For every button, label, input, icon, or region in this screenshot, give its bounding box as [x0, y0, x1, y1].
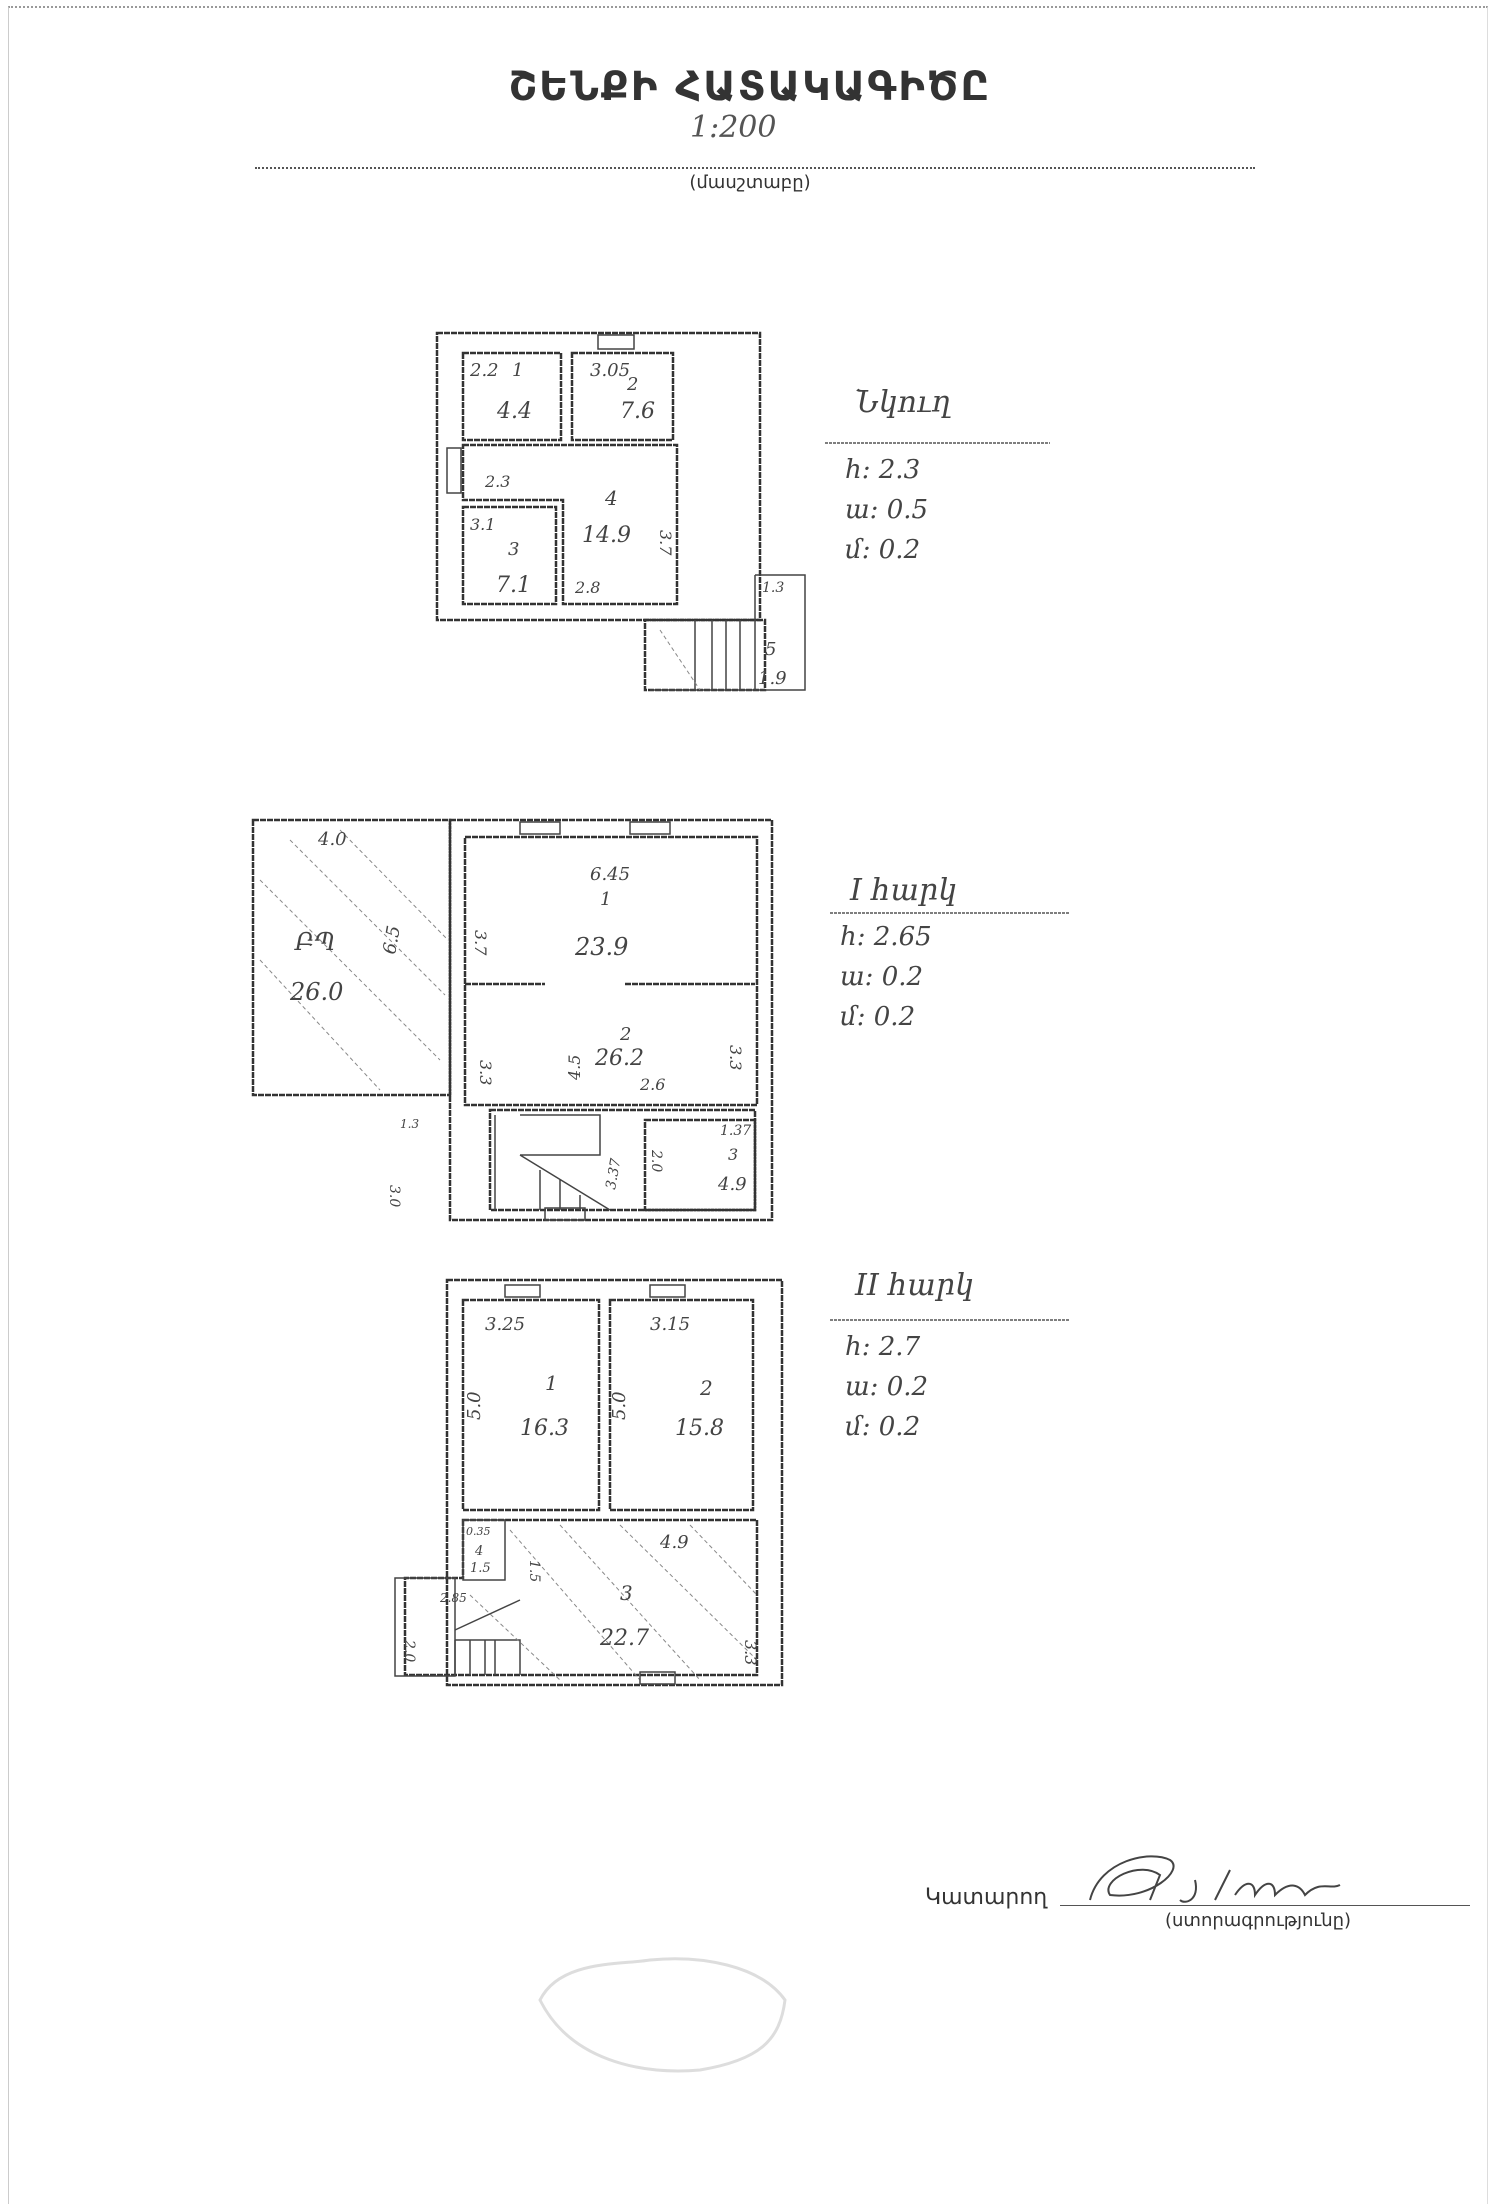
room-area: 4.9	[717, 1174, 747, 1195]
basement-plan: 2.2 1 4.4 3.05 2 7.6 3.1 3 7.1 2.3 4 14.…	[435, 331, 806, 692]
room-dim: 2.3	[484, 472, 510, 491]
floor-param: մ: 0.2	[845, 535, 920, 565]
room-area: 26.2	[594, 1046, 644, 1071]
room-dim: 3.7	[656, 530, 675, 556]
room-dim: 0.35	[466, 1525, 491, 1538]
floor-param: h: 2.65	[840, 922, 932, 952]
room-dim: 1.3	[762, 580, 784, 596]
room-dim: 2.6	[639, 1075, 665, 1094]
floor-name: Նկուղ	[855, 385, 952, 420]
page-border	[8, 6, 1488, 2204]
room-dim: 5.0	[609, 1391, 630, 1420]
room-area: 26.0	[289, 978, 343, 1006]
room-dim: 6.5	[379, 924, 405, 956]
room-dim: 3.0	[386, 1185, 402, 1207]
room-number: 3	[728, 1145, 738, 1164]
second-floor-plan: 3.25 1 16.3 5.0 3.15 2 15.8 5.0 4.9 3.3 …	[394, 1278, 784, 1687]
room-area: 16.3	[520, 1416, 569, 1441]
room-dim: 3.25	[485, 1314, 525, 1335]
room-dim: 2.2	[469, 360, 499, 381]
room-dim: 1.5	[526, 1560, 542, 1582]
floor-param: h: 2.3	[845, 455, 920, 485]
room-number: 1	[600, 889, 611, 910]
floor-param: ա: 0.2	[845, 1372, 928, 1402]
room-area: 7.1	[496, 573, 531, 598]
room-dim: 4.5	[565, 1055, 584, 1081]
floor-param: մ: 0.2	[840, 1002, 915, 1032]
room-dim: 5.0	[464, 1391, 485, 1420]
room-dim: 1.37	[720, 1123, 751, 1139]
room-area: 4.4	[496, 399, 532, 424]
floor-param: ա: 0.5	[845, 495, 928, 525]
first-floor-plan: 4.0 ԲՊ 26.0 6.5 6.45 1 23.9 3.7 2 26.2 4…	[251, 818, 774, 1222]
room-dim: 2.8	[574, 578, 600, 597]
room-dim: 2.85	[439, 1591, 467, 1605]
room-dim: 6.45	[590, 864, 630, 885]
room-number: 4	[474, 1544, 483, 1559]
room-number: 1	[512, 360, 523, 381]
floor-param: մ: 0.2	[845, 1412, 920, 1442]
room-number: 2	[626, 374, 638, 395]
room-number: 1	[545, 1371, 558, 1395]
room-number: ԲՊ	[294, 928, 335, 956]
scale-caption: (մասշտաբը)	[689, 172, 811, 193]
signature	[1089, 1855, 1341, 1903]
floor-param: ա: 0.2	[840, 962, 923, 992]
basement-legend: Նկուղ h: 2.3 ա: 0.5 մ: 0.2	[825, 385, 1050, 565]
floor-param: h: 2.7	[845, 1332, 921, 1362]
room-dim: 2.0	[401, 1639, 417, 1662]
room-dim: 3.3	[741, 1640, 760, 1665]
room-dim: 3.7	[471, 930, 490, 956]
room-dim: 3.3	[726, 1045, 745, 1070]
document-title: ՇԵՆՔԻ ՀԱՏԱԿԱԳԻԾԸ	[508, 64, 992, 110]
room-number: 2	[699, 1376, 713, 1400]
signature-line	[1060, 1905, 1470, 1906]
room-area: 1.5	[470, 1561, 491, 1576]
room-dim: 3.05	[590, 360, 630, 381]
room-dim: 3.1	[470, 515, 495, 534]
room-number: 4	[604, 486, 618, 510]
second-floor-legend: II հարկ h: 2.7 ա: 0.2 մ: 0.2	[830, 1268, 1070, 1442]
room-dim: 3.37	[603, 1157, 624, 1191]
first-floor-legend: I հարկ h: 2.65 ա: 0.2 մ: 0.2	[830, 873, 1070, 1032]
floor-name: II հարկ	[854, 1268, 974, 1303]
room-dim: 4.9	[659, 1532, 689, 1553]
room-dim: 1.3	[400, 1117, 419, 1131]
room-area: 7.6	[620, 399, 655, 424]
room-dim: 3.3	[476, 1060, 495, 1085]
scale-underline	[255, 167, 1255, 169]
room-area: 14.9	[582, 523, 631, 548]
room-number: 3	[620, 1581, 633, 1605]
executor-label: Կատարող	[925, 1885, 1048, 1910]
room-area: 23.9	[574, 933, 628, 961]
room-area: 22.7	[599, 1626, 649, 1651]
room-number: 2	[619, 1024, 631, 1045]
room-area: 1.9	[758, 668, 787, 689]
room-number: 3	[508, 539, 519, 560]
scale-value: 1:200	[690, 110, 777, 145]
room-area: 15.8	[675, 1416, 724, 1441]
room-dim: 3.15	[650, 1314, 690, 1335]
faint-stamp	[538, 1957, 787, 2073]
room-number: 5	[765, 639, 776, 660]
signature-caption: (ստորագրությունը)	[1165, 1910, 1352, 1931]
room-dim: 2.0	[648, 1149, 664, 1172]
room-dim: 4.0	[317, 829, 347, 850]
floor-name: I հարկ	[849, 873, 957, 908]
